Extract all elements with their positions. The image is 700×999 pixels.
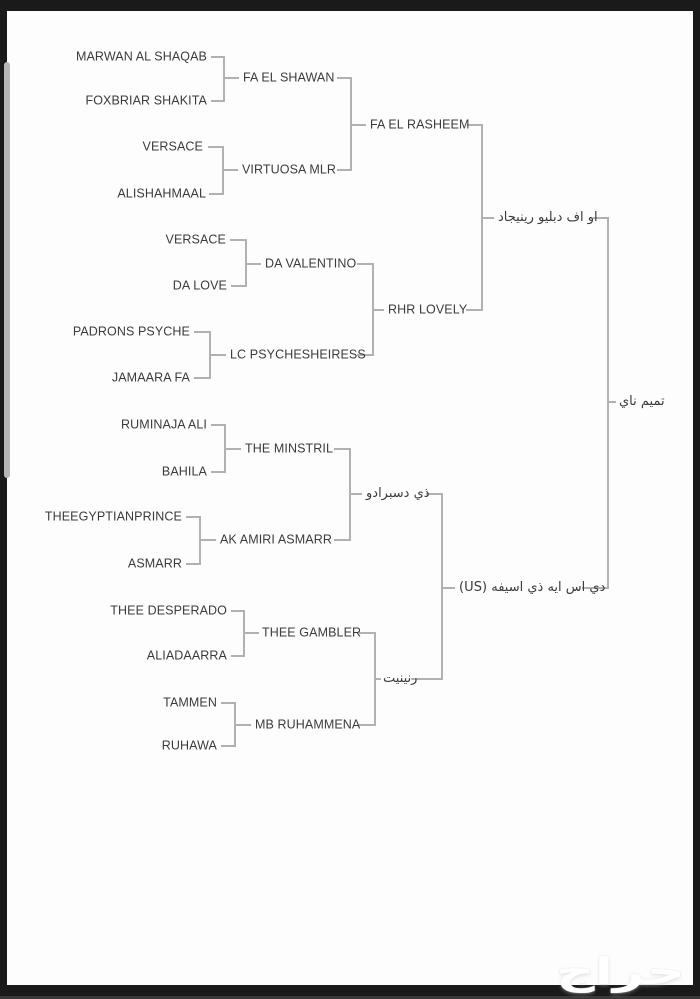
connector-line bbox=[246, 263, 261, 265]
node-rhr-lovely: RHR LOVELY bbox=[388, 302, 468, 317]
connector-line bbox=[608, 401, 616, 403]
connector-line bbox=[466, 309, 482, 311]
node-fa-el-rasheem: FA EL RASHEEM bbox=[370, 117, 470, 132]
connector-line bbox=[441, 493, 443, 680]
node-ofw-renegade-ar: او اف دبليو رينيجاد bbox=[498, 210, 598, 226]
right-border-bar bbox=[693, 0, 700, 999]
connector-line bbox=[334, 448, 350, 450]
connector-line bbox=[186, 563, 200, 565]
connector-line bbox=[357, 354, 373, 356]
top-border-bar bbox=[0, 0, 700, 11]
connector-line bbox=[186, 516, 200, 518]
node-ruhawa: RUHAWA bbox=[161, 738, 217, 753]
connector-line bbox=[230, 239, 246, 241]
connector-line bbox=[593, 217, 608, 219]
connector-line bbox=[375, 678, 381, 680]
node-jamaara-fa: JAMAARA FA bbox=[111, 370, 190, 385]
node-thee-gambler: THEE GAMBLER bbox=[262, 625, 362, 640]
node-padrons-psyche: PADRONS PSYCHE bbox=[72, 324, 190, 339]
node-foxbriar-shakita: FOXBRIAR SHAKITA bbox=[85, 93, 207, 108]
connector-line bbox=[235, 724, 251, 726]
connector-line bbox=[221, 745, 235, 747]
connector-line bbox=[350, 493, 362, 495]
node-ak-amiri-asmarr: AK AMIRI ASMARR bbox=[220, 532, 332, 547]
bottom-border-bar bbox=[0, 985, 700, 999]
connector-line bbox=[411, 678, 442, 680]
connector-line bbox=[208, 146, 223, 148]
connector-line bbox=[211, 471, 225, 473]
connector-line bbox=[426, 493, 442, 495]
connector-line bbox=[244, 632, 259, 634]
connector-line bbox=[442, 587, 455, 589]
connector-line bbox=[359, 632, 375, 634]
connector-line bbox=[337, 77, 351, 79]
node-da-valentino: DA VALENTINO bbox=[265, 256, 357, 271]
connector-line bbox=[357, 263, 373, 265]
node-marwan-al-shaqab: MARWAN AL SHAQAB bbox=[75, 49, 207, 64]
node-the-minstril: THE MINSTRIL bbox=[245, 441, 334, 456]
left-border-bar bbox=[0, 0, 7, 999]
node-dsa-thee-asifa-ar: دي اس ايه ذي اسيفه (US) bbox=[459, 580, 606, 596]
connector-line bbox=[210, 354, 226, 356]
node-bahila: BAHILA bbox=[161, 464, 207, 479]
node-virtuosa-mlr: VIRTUOSA MLR bbox=[242, 162, 337, 177]
connector-line bbox=[231, 285, 246, 287]
node-ruminaja-ali: RUMINAJA ALI bbox=[121, 417, 207, 432]
connector-line bbox=[225, 448, 241, 450]
connector-line bbox=[607, 217, 609, 589]
connector-line bbox=[209, 193, 223, 195]
connector-line bbox=[194, 331, 210, 333]
connector-line bbox=[467, 124, 482, 126]
node-fa-el-shawan: FA EL SHAWAN bbox=[243, 70, 335, 85]
connector-line bbox=[373, 309, 384, 311]
connector-line bbox=[194, 377, 210, 379]
node-versace-1: VERSACE bbox=[142, 139, 203, 154]
connector-line bbox=[211, 424, 225, 426]
connector-line bbox=[223, 56, 225, 102]
node-theegyptianprince: THEEGYPTIANPRINCE bbox=[44, 509, 182, 524]
node-tamim-nay-root: تميم ناي bbox=[619, 394, 665, 410]
node-renenet-ar: رنينيت bbox=[383, 671, 418, 687]
node-alishahmaal: ALISHAHMAAL bbox=[117, 186, 206, 201]
node-asmarr: ASMARR bbox=[127, 556, 182, 571]
connector-line bbox=[231, 610, 244, 612]
vertical-scrollbar-thumb[interactable] bbox=[4, 62, 10, 478]
connector-line bbox=[231, 655, 244, 657]
connector-line bbox=[223, 169, 238, 171]
node-thee-desperado-ar: ذي دسبرادو bbox=[366, 486, 430, 502]
connector-line bbox=[337, 169, 351, 171]
node-tammen: TAMMEN bbox=[163, 695, 217, 710]
node-aliadaarra: ALIADAARRA bbox=[146, 648, 227, 663]
connector-line bbox=[224, 77, 239, 79]
node-da-love: DA LOVE bbox=[172, 278, 227, 293]
connector-line bbox=[211, 56, 224, 58]
haraj-watermark: حراج bbox=[556, 950, 686, 993]
node-mb-ruhammena: MB RUHAMMENA bbox=[255, 717, 361, 732]
connector-line bbox=[211, 100, 224, 102]
node-lc-psychesheiress: LC PSYCHESHEIRESS bbox=[230, 347, 366, 362]
node-thee-desperado: THEE DESPERADO bbox=[110, 603, 227, 618]
connector-line bbox=[221, 702, 235, 704]
connector-line bbox=[359, 724, 375, 726]
connector-line bbox=[482, 217, 494, 219]
node-versace-2: VERSACE bbox=[165, 232, 226, 247]
connector-line bbox=[334, 539, 350, 541]
connector-line bbox=[351, 124, 366, 126]
connector-line bbox=[200, 539, 216, 541]
connector-line bbox=[582, 587, 608, 589]
